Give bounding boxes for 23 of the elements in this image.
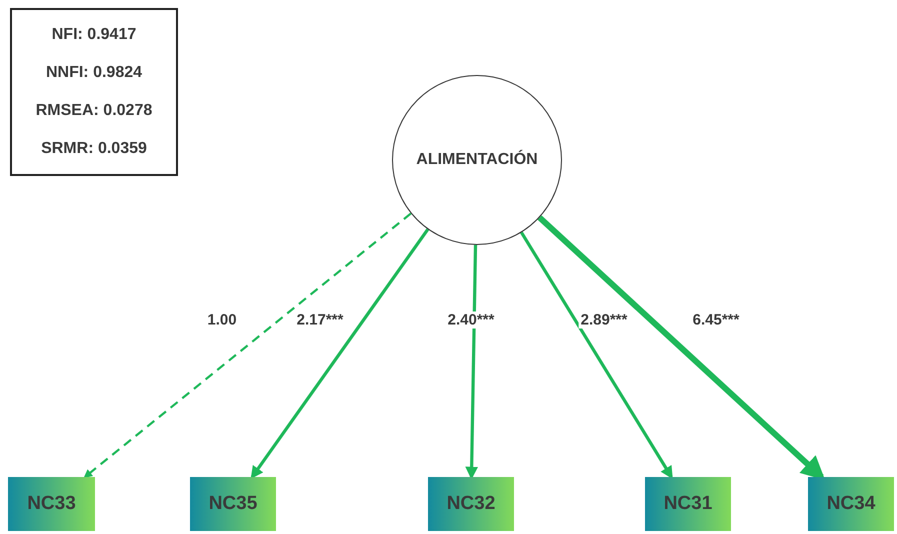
fit-index: NNFI: 0.9824 xyxy=(46,64,142,82)
indicator-box xyxy=(645,477,731,531)
fit-index: SRMR: 0.0359 xyxy=(41,140,147,158)
arrow xyxy=(250,228,430,480)
arrow xyxy=(465,244,478,480)
indicator-label: NC33 xyxy=(27,493,76,515)
latent-variable-circle xyxy=(392,75,562,245)
arrow xyxy=(84,212,412,478)
indicator-label: NC35 xyxy=(208,493,258,515)
fit-index: RMSEA: 0.0278 xyxy=(36,102,152,120)
indicator-label: NC32 xyxy=(446,493,496,515)
fit-index: NFI: 0.9417 xyxy=(52,26,136,44)
arrow xyxy=(520,232,673,480)
indicator-box xyxy=(808,477,894,531)
indicator-label: NC34 xyxy=(826,493,876,515)
fit-indices-box xyxy=(10,8,178,176)
edge-label: 2.89*** xyxy=(578,312,630,328)
indicator-box xyxy=(8,477,95,531)
edge-label: 2.40*** xyxy=(446,312,496,328)
indicator-label: NC31 xyxy=(664,493,712,515)
indicator-box xyxy=(190,477,276,531)
latent-variable-label: ALIMENTACIÓN xyxy=(416,151,538,169)
indicator-box xyxy=(428,477,514,531)
